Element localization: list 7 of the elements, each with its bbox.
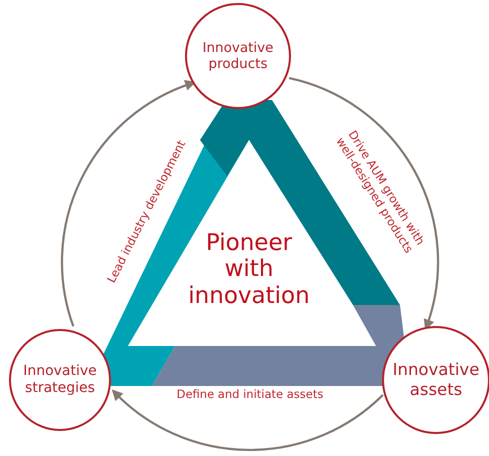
node-label: Innovative products (202, 40, 274, 72)
center-title: Pioneer with innovation (187, 230, 311, 310)
node-label: Innovative strategies (22, 363, 98, 397)
node-label: Innovative assets (392, 360, 480, 400)
curved-arrow (112, 390, 384, 451)
edge-label: Define and initiate assets (176, 388, 324, 402)
curved-arrow (60, 80, 196, 327)
